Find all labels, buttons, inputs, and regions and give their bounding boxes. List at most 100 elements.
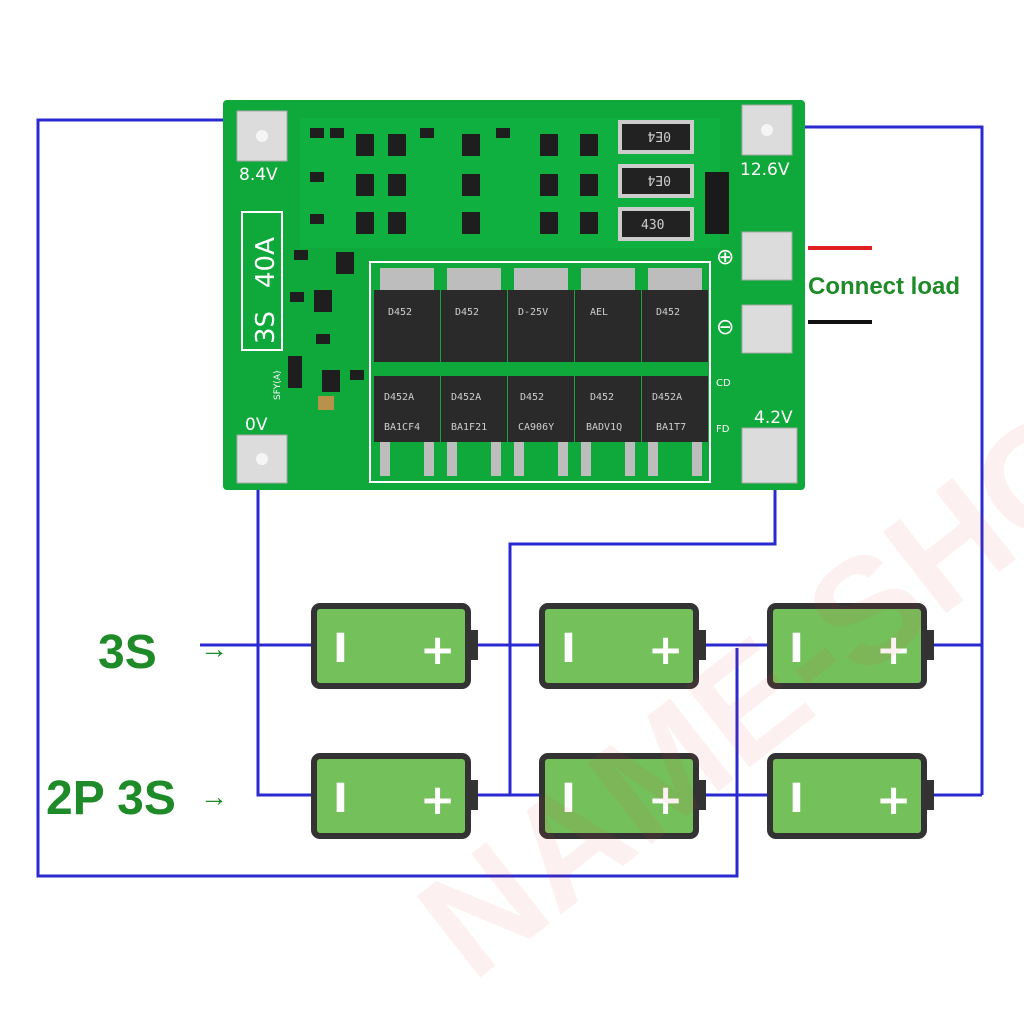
smd-14 — [580, 174, 598, 196]
smd-2 — [330, 128, 344, 138]
mosfet-bottom-5: D452A BA1T7 — [642, 376, 708, 476]
battery-cell-6-minus: I — [789, 776, 804, 822]
battery-cell-3-plus: + — [876, 625, 911, 674]
smd-13 — [540, 174, 558, 196]
config-arrow-3s: → — [200, 633, 228, 664]
mosfet-bottom-2: D452A BA1F21 — [441, 376, 507, 476]
battery-cell-4-plus: + — [420, 775, 455, 824]
mosfet-top-3-body — [508, 290, 574, 362]
battery-cell-1: I + — [311, 603, 478, 689]
smd-12 — [462, 174, 480, 196]
smd-components — [288, 128, 598, 410]
wiring — [36, 118, 984, 878]
battery-cell-3-minus: I — [789, 626, 804, 672]
pad-load-plus — [741, 231, 793, 281]
smd-7 — [496, 128, 510, 138]
pad-126v-hole — [761, 124, 773, 136]
pad-0v-hole — [256, 453, 268, 465]
mosfet-top-2-body — [441, 290, 507, 362]
rating-label: 3S 40A — [241, 211, 283, 351]
rating-label-box — [241, 211, 283, 351]
pad-label-0v: 0V — [245, 415, 268, 435]
smd-26 — [316, 334, 330, 344]
mosfet-top-5-code: D452 — [656, 307, 680, 318]
mosfet-bottom-5-lead-a — [648, 442, 658, 476]
mosfet-array: D452 D452 D-25V AEL D452 — [369, 261, 711, 483]
mosfet-bottom-3: D452 CA906Y — [508, 376, 574, 476]
battery-cell-4-terminal — [468, 780, 478, 810]
battery-cell-6: I + — [767, 753, 934, 839]
resistor-code-2: 0E4 — [647, 172, 671, 187]
battery-cell-2-minus: I — [561, 626, 576, 672]
mosfet-bottom-1-lot: BA1CF4 — [384, 422, 420, 433]
mosfet-bottom-1: D452A BA1CF4 — [374, 376, 440, 476]
smd-28 — [350, 370, 364, 380]
pad-label-126v: 12.6V — [740, 160, 790, 180]
plus-symbol: ⊕ — [716, 245, 734, 270]
smd-6 — [462, 134, 480, 156]
mosfet-bottom-2-lead-a — [447, 442, 457, 476]
pad-load-minus — [741, 304, 793, 354]
resistor-2 — [618, 164, 694, 198]
battery-cell-6-terminal — [924, 780, 934, 810]
smd-1 — [310, 128, 324, 138]
smd-27 — [322, 370, 340, 392]
mosfet-top-2: D452 — [441, 268, 507, 362]
mosfet-bottom-4: D452 BADV1Q — [575, 376, 641, 476]
mosfet-top-2-code: D452 — [455, 307, 479, 318]
bms-board: 8.4V 12.6V 0V 4.2V ⊕ ⊖ CD FD 3S 40A SFY(… — [223, 100, 805, 490]
connect-load-label: Connect load — [808, 273, 960, 300]
smd-29 — [318, 396, 334, 410]
smd-17 — [462, 212, 480, 234]
mosfet-bottom-3-lead-b — [558, 442, 568, 476]
cd-label: CD — [716, 378, 731, 389]
mosfet-top-4-code: AEL — [590, 307, 608, 318]
battery-cell-2: I + — [539, 603, 706, 689]
mosfet-top-4-body — [575, 290, 641, 362]
mosfet-bottom-5-lead-b — [692, 442, 702, 476]
pad-label-84v: 8.4V — [239, 165, 278, 185]
mosfet-top-5-tab — [648, 268, 702, 292]
mosfet-top-5: D452 — [642, 268, 708, 362]
battery-cell-4-minus: I — [333, 776, 348, 822]
mosfet-bottom-5-mark: D452A — [652, 392, 682, 403]
smd-24 — [314, 290, 332, 312]
mosfet-bottom-4-lot: BADV1Q — [586, 422, 622, 433]
pad-label-42v: 4.2V — [754, 408, 793, 428]
smd-4 — [388, 134, 406, 156]
battery-cell-1-terminal — [468, 630, 478, 660]
pad-42v — [741, 427, 798, 484]
fd-label: FD — [716, 424, 730, 435]
wire-84v — [36, 118, 739, 878]
mosfet-bottom-3-lot: CA906Y — [518, 422, 554, 433]
mosfet-bottom-4-mark: D452 — [590, 392, 614, 403]
wire-42v — [508, 490, 777, 795]
mosfet-bottom-5-body — [642, 376, 708, 442]
battery-cell-3-terminal — [924, 630, 934, 660]
smd-19 — [580, 212, 598, 234]
mosfet-top-5-body — [642, 290, 708, 362]
resistor-code-1: 0E4 — [647, 128, 671, 143]
smd-11 — [388, 174, 406, 196]
battery-cell-1-plus: + — [420, 625, 455, 674]
wire-126v — [805, 125, 984, 795]
diode — [705, 172, 729, 234]
mosfet-top-2-tab — [447, 268, 501, 292]
mosfet-top-4-tab — [581, 268, 635, 292]
rating-current: 40A — [251, 237, 281, 288]
config-arrow-2p3s: → — [200, 781, 228, 812]
smd-20 — [310, 172, 324, 182]
smd-15 — [356, 212, 374, 234]
battery-cell-6-plus: + — [876, 775, 911, 824]
battery-cell-2-terminal — [696, 630, 706, 660]
minus-symbol: ⊖ — [716, 315, 734, 340]
mosfet-top-3: D-25V — [508, 268, 574, 362]
battery-cell-4: I + — [311, 753, 478, 839]
smd-10 — [356, 174, 374, 196]
resistor-3 — [618, 207, 694, 241]
mosfet-top-1-tab — [380, 268, 434, 292]
mosfet-bottom-4-lead-b — [625, 442, 635, 476]
pad-0v — [236, 434, 288, 484]
smd-5 — [420, 128, 434, 138]
